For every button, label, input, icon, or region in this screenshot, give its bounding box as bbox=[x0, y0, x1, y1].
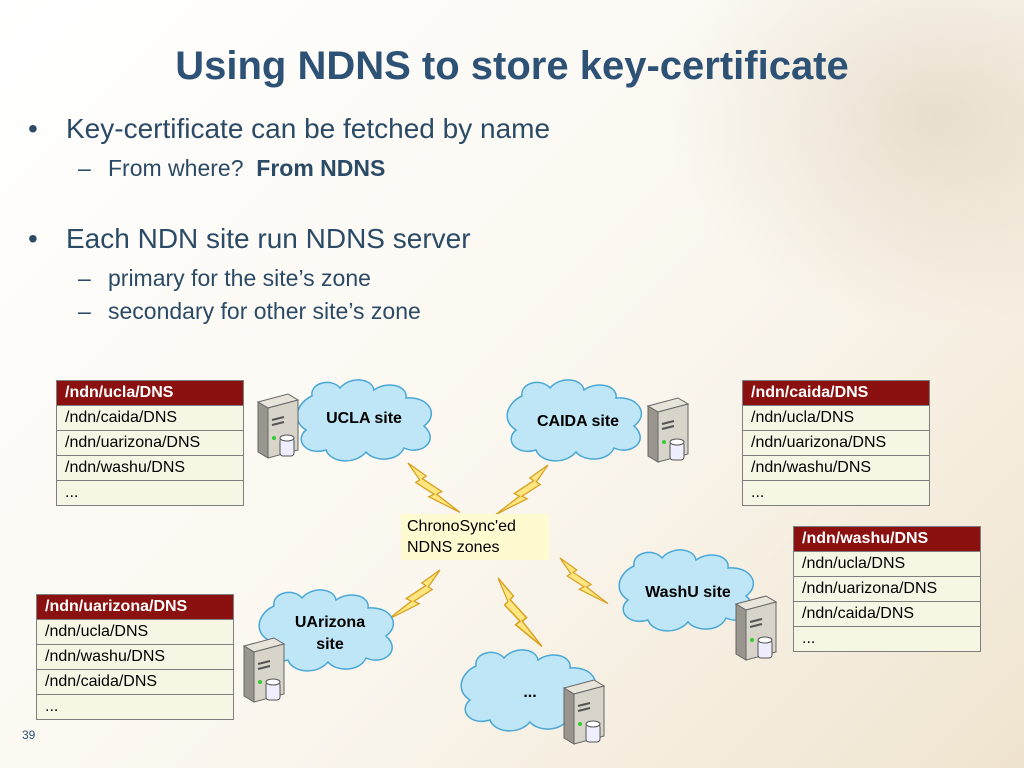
zone-table-header: /ndn/uarizona/DNS bbox=[36, 594, 234, 620]
zone-table-cell: /ndn/caida/DNS bbox=[36, 669, 234, 695]
sub-bullet-3: – secondary for other site’s zone bbox=[78, 298, 421, 325]
zone-table-cell: /ndn/caida/DNS bbox=[56, 405, 244, 431]
zone-table-cell: /ndn/washu/DNS bbox=[36, 644, 234, 670]
site-label-uarizona: UArizona site bbox=[272, 612, 388, 656]
bullet-2-text: Each NDN site run NDNS server bbox=[66, 223, 471, 254]
chronosync-note-line2: NDNS zones bbox=[407, 539, 500, 556]
site-label-other: ... bbox=[523, 684, 537, 701]
dash-symbol: – bbox=[78, 265, 91, 291]
cloud-ucla bbox=[296, 379, 432, 462]
slide-title: Using NDNS to store key-certificate bbox=[175, 44, 849, 88]
zone-table-cell: /ndn/ucla/DNS bbox=[36, 619, 234, 645]
zone-table-caida: /ndn/caida/DNS /ndn/ucla/DNS /ndn/uarizo… bbox=[742, 380, 930, 506]
zone-table-cell: ... bbox=[36, 694, 234, 720]
bullet-symbol: • bbox=[28, 113, 38, 144]
server-icon bbox=[256, 393, 300, 459]
zone-table-cell: /ndn/uarizona/DNS bbox=[56, 430, 244, 456]
zone-table-header: /ndn/ucla/DNS bbox=[56, 380, 244, 406]
bullet-symbol: • bbox=[28, 223, 38, 254]
zone-table-cell: /ndn/caida/DNS bbox=[793, 601, 981, 627]
zone-table-header: /ndn/caida/DNS bbox=[742, 380, 930, 406]
cloud-caida bbox=[506, 379, 642, 462]
server-icon bbox=[734, 595, 778, 661]
zone-table-cell: /ndn/ucla/DNS bbox=[793, 551, 981, 577]
link-bolt-ucla bbox=[407, 462, 461, 514]
zone-table-cell: ... bbox=[56, 480, 244, 506]
bullet-2: • Each NDN site run NDNS server bbox=[28, 223, 471, 255]
site-label-washu: WashU site bbox=[645, 584, 731, 601]
site-label-ucla: UCLA site bbox=[326, 410, 402, 427]
server-icon bbox=[242, 637, 286, 703]
zone-table-cell: /ndn/uarizona/DNS bbox=[742, 430, 930, 456]
server-icon bbox=[562, 679, 606, 745]
link-bolt-washu bbox=[559, 557, 609, 605]
chronosync-note: ChronoSync'ed NDNS zones bbox=[401, 514, 549, 560]
sub-bullet-2-text: primary for the site’s zone bbox=[108, 265, 371, 291]
zone-table-washu: /ndn/washu/DNS /ndn/ucla/DNS /ndn/uarizo… bbox=[793, 526, 981, 652]
zone-table-cell: /ndn/uarizona/DNS bbox=[793, 576, 981, 602]
zone-table-uarizona: /ndn/uarizona/DNS /ndn/ucla/DNS /ndn/was… bbox=[36, 594, 234, 720]
link-bolt-other bbox=[497, 577, 543, 648]
sub-bullet-2: – primary for the site’s zone bbox=[78, 265, 371, 292]
sub-bullet-3-text: secondary for other site’s zone bbox=[108, 298, 421, 324]
link-bolt-caida bbox=[495, 464, 549, 516]
zone-table-header: /ndn/washu/DNS bbox=[793, 526, 981, 552]
site-label-uarizona-line1: UArizona bbox=[294, 614, 366, 631]
zone-table-cell: /ndn/washu/DNS bbox=[742, 455, 930, 481]
bullet-1-text: Key-certificate can be fetched by name bbox=[66, 113, 551, 144]
zone-table-cell: /ndn/washu/DNS bbox=[56, 455, 244, 481]
page-number: 39 bbox=[22, 728, 36, 742]
zone-table-cell: /ndn/ucla/DNS bbox=[742, 405, 930, 431]
zone-table-cell: ... bbox=[793, 626, 981, 652]
chronosync-note-line1: ChronoSync'ed bbox=[407, 518, 516, 535]
zone-table-ucla: /ndn/ucla/DNS /ndn/caida/DNS /ndn/uarizo… bbox=[56, 380, 244, 506]
server-icon bbox=[646, 397, 690, 463]
sub-bullet-1-text: From where? bbox=[108, 155, 244, 181]
sub-bullet-1-bold: From NDNS bbox=[256, 155, 386, 181]
background-texture bbox=[664, 0, 1024, 330]
dash-symbol: – bbox=[78, 155, 91, 181]
site-label-uarizona-line2: site bbox=[316, 636, 344, 653]
site-label-caida: CAIDA site bbox=[536, 413, 620, 430]
sub-bullet-1: – From where? From NDNS bbox=[78, 155, 386, 182]
link-bolt-uarizona bbox=[387, 569, 441, 621]
bullet-1: • Key-certificate can be fetched by name bbox=[28, 113, 551, 145]
zone-table-cell: ... bbox=[742, 480, 930, 506]
dash-symbol: – bbox=[78, 298, 91, 324]
